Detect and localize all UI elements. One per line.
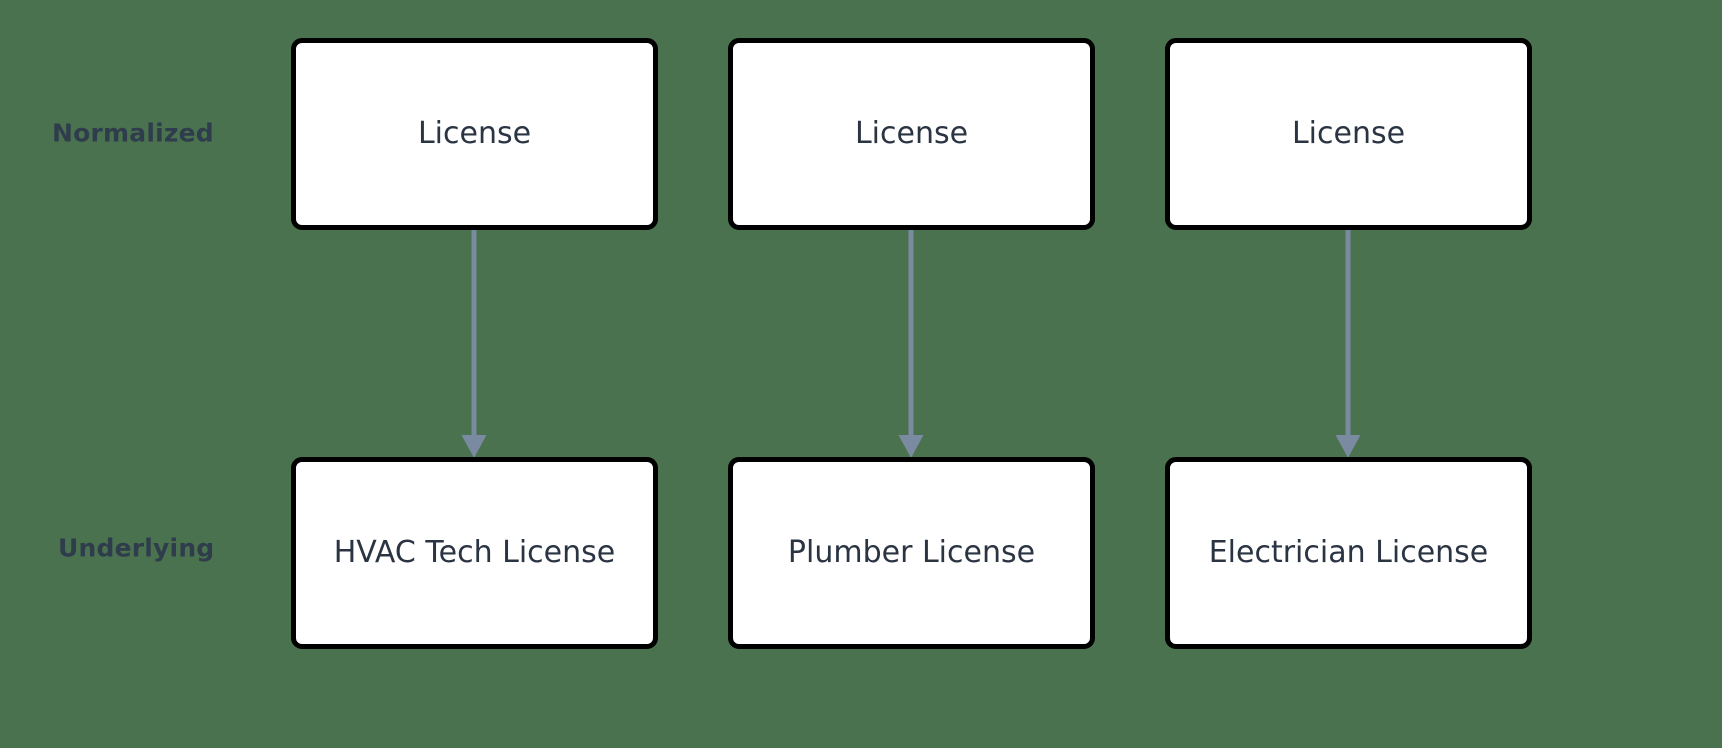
underlying-node-3[interactable]: Electrician License	[1165, 457, 1532, 649]
normalized-node-1-label: License	[417, 115, 532, 151]
normalized-node-2-label: License	[854, 115, 969, 151]
underlying-node-1-label: HVAC Tech License	[333, 534, 616, 570]
normalized-node-3[interactable]: License	[1165, 38, 1532, 230]
down-arrow-icon-2	[898, 230, 924, 458]
normalized-node-1[interactable]: License	[291, 38, 658, 230]
row-label-normalized: Normalized	[52, 118, 214, 148]
normalized-node-2[interactable]: License	[728, 38, 1095, 230]
down-arrow-icon-1	[461, 230, 487, 458]
underlying-node-2[interactable]: Plumber License	[728, 457, 1095, 649]
underlying-node-1[interactable]: HVAC Tech License	[291, 457, 658, 649]
underlying-node-2-label: Plumber License	[787, 534, 1036, 570]
down-arrow-icon-3	[1335, 230, 1361, 458]
underlying-node-3-label: Electrician License	[1208, 534, 1489, 570]
row-label-underlying: Underlying	[58, 533, 215, 563]
normalized-node-3-label: License	[1291, 115, 1406, 151]
